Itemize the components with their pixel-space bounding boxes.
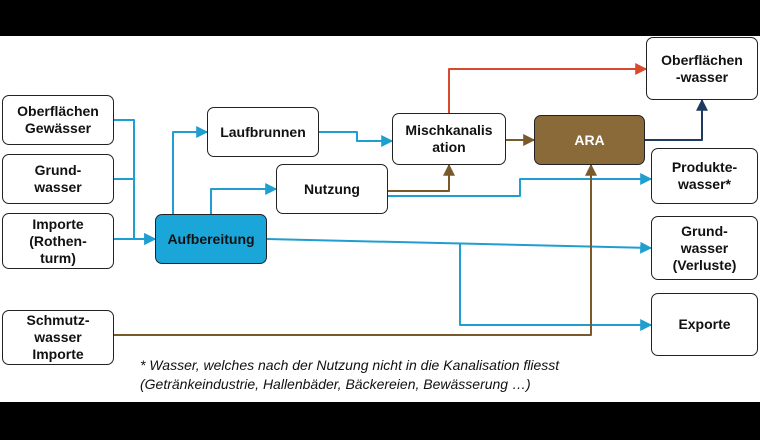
node-schmutzwasser-importe: Schmutz- wasser Importe (2, 310, 114, 365)
diagram-canvas: Oberflächen Gewässer Grund- wasser Impor… (0, 36, 760, 402)
node-oberflaechenwasser: Oberflächen -wasser (646, 37, 758, 100)
wire-ara-to-oberflaechenwasser (645, 98, 708, 141)
node-grundwasser-verluste: Grund- wasser (Verluste) (651, 216, 758, 280)
footnote-line-1: * Wasser, welches nach der Nutzung nicht… (140, 357, 560, 373)
wire-aufbereitung-to-exporte (459, 243, 653, 331)
node-exporte: Exporte (651, 293, 758, 356)
wire-laufbrunnen-to-mischkanalisation (319, 131, 394, 147)
node-grundwasser-source: Grund- wasser (2, 154, 114, 204)
node-nutzung: Nutzung (276, 164, 388, 214)
footnote-line-2: (Getränkeindustrie, Hallenbäder, Bäckere… (140, 376, 531, 392)
node-importe: Importe (Rothen- turm) (2, 213, 114, 269)
wire-overflow-to-oberflaechenwasser (448, 63, 648, 113)
node-ara: ARA (534, 115, 645, 165)
node-aufbereitung: Aufbereitung (155, 214, 267, 264)
wire-aufbereitung-to-nutzung (210, 183, 278, 214)
node-laufbrunnen: Laufbrunnen (207, 107, 319, 157)
node-mischkanalisation: Mischkanalis ation (392, 113, 506, 165)
node-oberflaechen-gewaesser: Oberflächen Gewässer (2, 95, 114, 145)
wire-schmutzwasser-to-ara (114, 163, 597, 336)
wire-aufbereitung-to-laufbrunnen (172, 126, 209, 214)
flow-connectors (114, 63, 708, 336)
wire-nutzung-to-produktewasser (388, 173, 653, 197)
wire-nutzung-to-mischkanalisation (388, 163, 455, 192)
node-produktewasser: Produkte- wasser* (651, 148, 758, 204)
